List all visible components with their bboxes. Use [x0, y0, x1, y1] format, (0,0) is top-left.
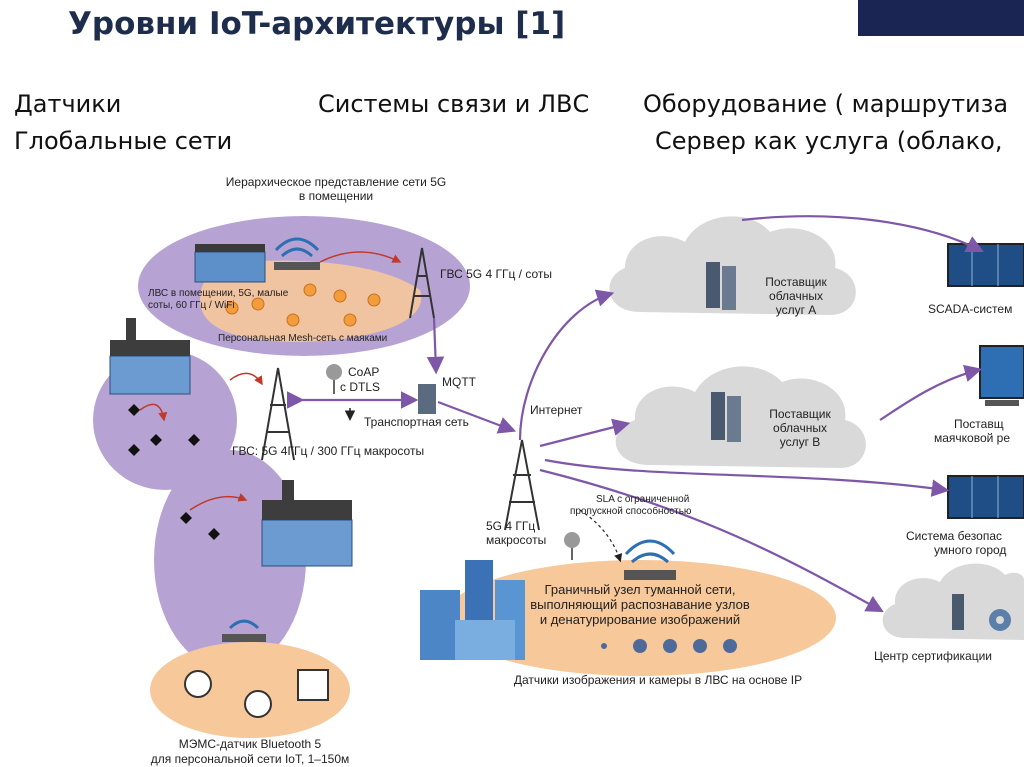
- city-skyline-icon: [420, 560, 525, 660]
- sensor-diamonds: [128, 404, 220, 540]
- beacon-label-1: Поставщ: [954, 417, 1004, 431]
- backbone-links: [286, 215, 984, 613]
- lan-label-2: соты, 60 ГГц / WiFi: [148, 300, 235, 311]
- mems-label-1: МЭМС-датчик Bluetooth 5: [179, 737, 322, 751]
- corner-decoration: [858, 0, 1024, 36]
- level-cloud-server: Сервер как услуга (облако,: [655, 127, 1003, 155]
- level-communications: Системы связи и ЛВС: [318, 90, 590, 118]
- internet-label: Интернет: [530, 403, 583, 417]
- macro5g-label-1: 5G 4 ГГц: [486, 519, 535, 533]
- fog-label-1: Граничный узел туманной сети,: [545, 582, 736, 597]
- cloud-b-label-1: Поставщик: [769, 407, 831, 421]
- mesh-beacon-nodes: [225, 283, 381, 327]
- fog-label-2: выполняющий распознавание узлов: [530, 597, 750, 612]
- wan-small-label: ГВС 5G 4 ГГц / соты: [440, 267, 552, 281]
- coap-label-2: с DTLS: [340, 380, 380, 394]
- level-sensors: Датчики: [14, 90, 122, 118]
- fog-zone: [444, 560, 836, 676]
- cloud-provider-a: [609, 216, 856, 315]
- mems-zone: [150, 642, 350, 738]
- cell-tower-icon: [261, 247, 540, 531]
- cloud-a-label-1: Поставщик: [765, 275, 827, 289]
- cloud-b-label-3: услуг В: [780, 435, 821, 449]
- monitor-icon: [947, 243, 1024, 519]
- security-label-2: умного город: [934, 543, 1006, 557]
- transport-label: Транспортная сеть: [364, 415, 469, 429]
- macro5g-label-2: макросоты: [486, 533, 546, 547]
- mems-sensor-icons: [184, 669, 329, 718]
- macro-wan-label: ГВС: 5G 4ГГц / 300 ГГц макросоты: [232, 444, 424, 458]
- mqtt-label: MQTT: [442, 375, 477, 389]
- gear-icon: [989, 609, 1011, 631]
- cameras-label: Датчики изображения и камеры в ЛВС на ос…: [514, 673, 802, 687]
- beacon-label-2: маячковой ре: [934, 431, 1010, 445]
- sla-label-1: SLA с ограниченной: [596, 494, 689, 505]
- fog-label-3: и денатурирование изображений: [540, 612, 740, 627]
- wifi-router-icon: [222, 237, 676, 642]
- mesh-label: Персональная Mesh-сеть с маяками: [218, 333, 387, 344]
- level-equipment: Оборудование ( маршрутиза: [643, 90, 1009, 118]
- local-links: [139, 251, 402, 511]
- building-icon: [109, 244, 353, 567]
- sla-pointer: [579, 509, 623, 563]
- camera-icons: [601, 639, 737, 653]
- mqtt-server-icon: [418, 384, 436, 414]
- cloud-b-label-2: облачных: [773, 421, 827, 435]
- server-rack-icon: [706, 262, 964, 630]
- mems-label-2: для персональной сети IoT, 1–150м: [151, 752, 350, 766]
- coap-label-1: CoAP: [348, 365, 379, 379]
- indoor-title-1: Иерархическое представление сети 5G: [226, 175, 446, 189]
- security-label-1: Система безопас: [906, 529, 1002, 543]
- lan-label-1: ЛВС в помещении, 5G, малые: [148, 288, 289, 299]
- cloud-a-label-2: облачных: [769, 289, 823, 303]
- sla-label-2: пропускной способностью: [570, 505, 692, 517]
- scada-label: SCADA-систем: [928, 302, 1012, 316]
- slide-title: Уровни IoT-архитектуры [1]: [68, 6, 566, 42]
- level-global-networks: Глобальные сети: [14, 127, 233, 155]
- cloud-a-label-3: услуг А: [776, 303, 817, 317]
- indoor-title-2: в помещении: [299, 189, 373, 203]
- cert-label: Центр сертификации: [874, 649, 992, 663]
